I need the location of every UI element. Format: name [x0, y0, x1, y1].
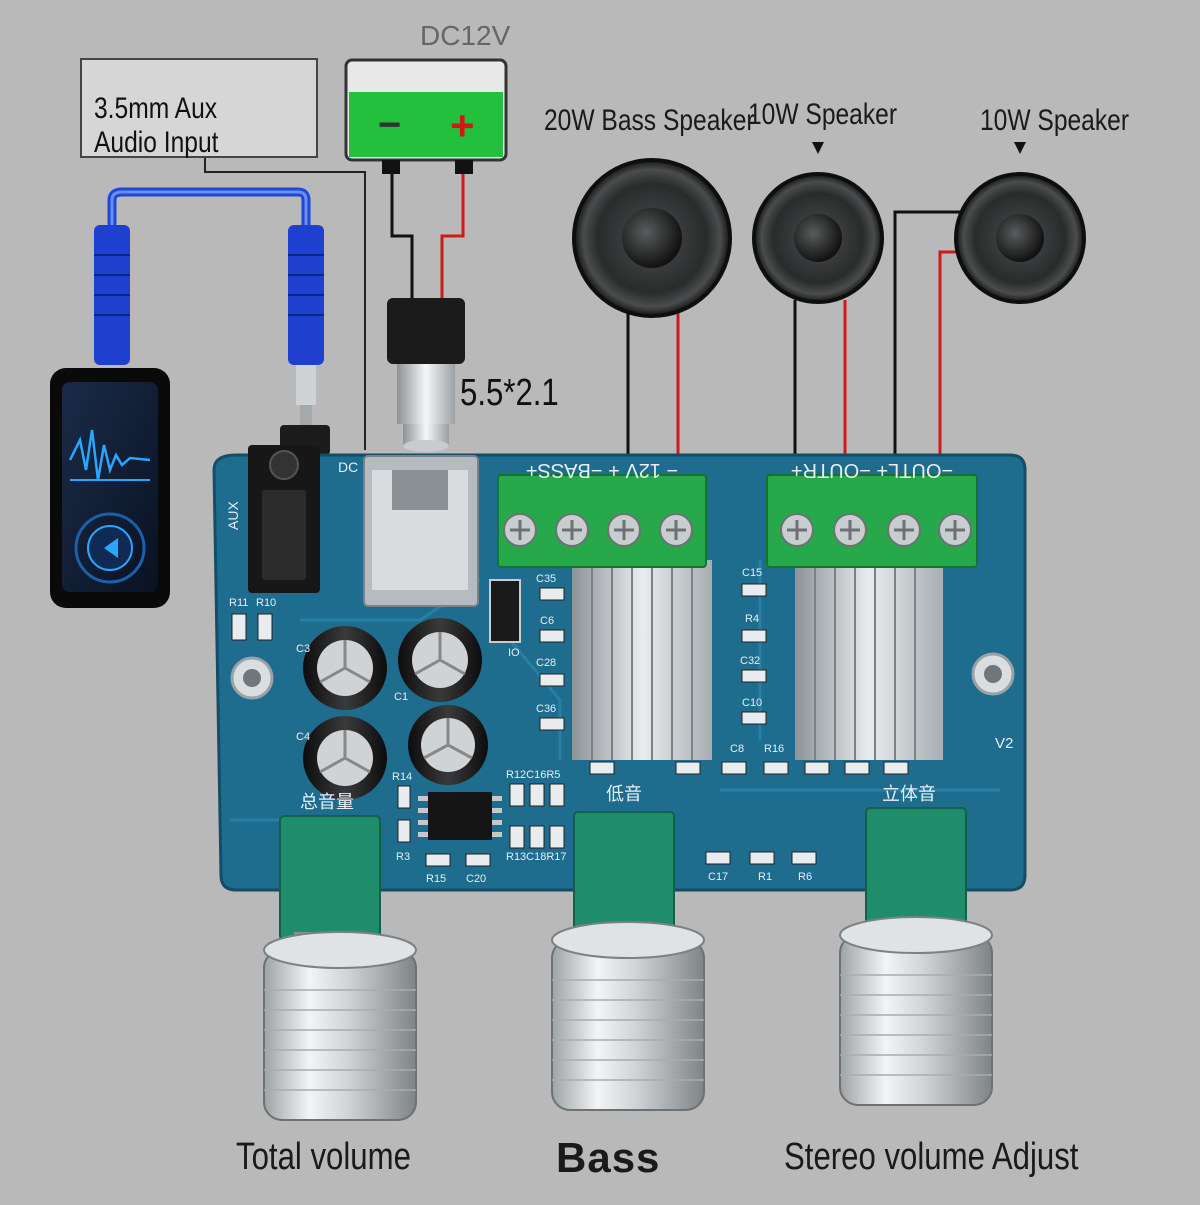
designator: R3 — [396, 851, 410, 863]
speaker-left-icon — [752, 172, 884, 304]
designator: C20 — [466, 873, 486, 885]
designator: IO — [508, 647, 520, 659]
silk-terminal-left: − 12V + −BASS+ — [526, 459, 678, 481]
knob-total-text: Total volume — [236, 1136, 411, 1178]
designator: R13C18R17 — [506, 851, 567, 863]
designator: C17 — [708, 871, 728, 883]
capacitors — [303, 618, 488, 800]
designator: C10 — [742, 697, 762, 709]
ic-chip — [428, 792, 492, 840]
silk-terminal-right: −OUTL+ −OUTR+ — [791, 459, 953, 481]
designator: C35 — [536, 573, 556, 585]
speaker-right-text: 10W Speaker — [980, 104, 1130, 137]
speaker-left-text: 10W Speaker — [748, 98, 898, 131]
designator: C4 — [296, 731, 310, 743]
component-designators: R11 R10 C3 C4 C1 R14 R3 R15 C20 R12C16R5… — [229, 567, 812, 885]
designator: R10 — [256, 597, 276, 609]
designator: R1 — [758, 871, 772, 883]
terminal-block-left — [497, 474, 707, 568]
power-label: DC12V — [420, 20, 511, 51]
designator: R15 — [426, 873, 446, 885]
designator: C1 — [394, 691, 408, 703]
dc-plug-text: 5.5*2.1 — [460, 372, 559, 414]
knob-bass-icon[interactable] — [551, 811, 705, 1111]
battery-minus: − — [378, 103, 401, 147]
aux-input-label-box: 3.5mm Aux Audio Input — [80, 58, 318, 159]
designator: R14 — [392, 771, 412, 783]
knob-total-label: Total volume — [236, 1136, 449, 1179]
designator: C32 — [740, 655, 760, 667]
designator: R6 — [798, 871, 812, 883]
silk-stereo-cn: 立体音 — [882, 784, 936, 804]
amplifier-board: − 12V + −BASS+ −OUTL+ −OUTR+ AUX DC V2 总… — [212, 445, 1027, 892]
speaker-right-icon — [954, 172, 1086, 304]
designator: R12C16R5 — [506, 769, 560, 781]
wires — [204, 158, 993, 460]
designator: R4 — [745, 613, 759, 625]
battery-black-wire — [390, 160, 414, 298]
silk-bass-cn: 低音 — [606, 784, 642, 804]
arrow-left-speaker-icon — [812, 142, 824, 154]
silk-total-cn: 总音量 — [300, 792, 354, 812]
designator: R11 — [229, 597, 248, 609]
silk-dc: DC — [338, 459, 358, 475]
speaker-bass-label: 20W Bass Speaker — [544, 104, 801, 138]
knob-stereo-text: Stereo volume Adjust — [784, 1136, 1079, 1178]
heatsink-right — [795, 560, 943, 760]
speaker-left-label: 10W Speaker — [748, 98, 930, 132]
knob-stereo-label: Stereo volume Adjust — [784, 1136, 1143, 1179]
speaker-bass-text: 20W Bass Speaker — [544, 104, 755, 137]
knob-stereo-icon[interactable] — [839, 807, 993, 1106]
play-icon — [104, 538, 118, 558]
silk-version: V2 — [995, 735, 1013, 752]
designator: C36 — [536, 703, 556, 715]
speaker-right-label: 10W Speaker — [980, 104, 1162, 138]
battery-icon: − + — [344, 58, 508, 174]
silk-aux: AUX — [225, 501, 241, 530]
designator: C15 — [742, 567, 762, 579]
dc-plug-label: 5.5*2.1 — [460, 372, 580, 415]
speaker-bass-icon — [572, 158, 732, 318]
battery-plus: + — [450, 102, 475, 149]
terminal-block-right — [766, 474, 978, 568]
arrow-right-speaker-icon — [1014, 142, 1026, 154]
aux-pointer-line — [204, 158, 366, 450]
battery-red-wire — [440, 160, 465, 298]
designator: C3 — [296, 643, 310, 655]
knob-total-icon[interactable] — [263, 815, 417, 1121]
designator: C6 — [540, 615, 554, 627]
designator: C28 — [536, 657, 556, 669]
aux-input-label: 3.5mm Aux Audio Input — [94, 92, 219, 159]
designator: R16 — [764, 743, 784, 755]
knob-bass-label: Bass — [556, 1134, 661, 1181]
heatsink-left — [572, 560, 712, 760]
phone-icon — [50, 368, 170, 608]
dc-plug-icon — [387, 298, 465, 452]
right-black-wire — [893, 210, 965, 460]
designator: C8 — [730, 743, 744, 755]
